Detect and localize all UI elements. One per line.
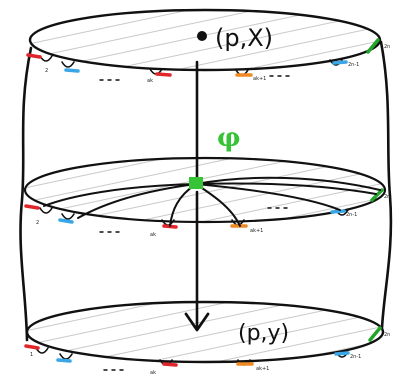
bot-label-2n: 2n [384,332,390,338]
mid-label-2: 2 [36,220,39,226]
map-arrowhead [184,312,210,332]
bottom-markers [24,326,382,367]
phi-hub [189,177,203,189]
bottom-point-label: (p,y) [238,321,289,346]
bot-label-k: ak [150,370,156,376]
top-markers [26,38,380,77]
middle-disk-hatching [25,158,385,222]
top-label-2: 2 [45,68,48,74]
top-point-label: (p,X) [215,24,273,52]
top-label-k: ak [147,78,153,84]
bot-label-1: 1 [30,352,33,358]
top-marker-red-k [155,72,172,77]
top-label-k1: ak+1 [253,76,266,82]
bottom-disk [25,300,385,364]
bot-label-k1: ak+1 [256,366,269,372]
bottom-disk-hatching [27,302,383,362]
top-label-2n1: 2n-1 [348,62,359,68]
top-marker-blue-2n1 [332,60,348,65]
top-disk [28,8,382,72]
top-marker-blue-2 [64,68,80,73]
mid-label-2n: 2n [384,194,390,200]
top-label-2n: 2n [384,44,390,50]
top-point-dot [197,31,207,41]
mid-label-k: ak [150,232,156,238]
ellipsis-dashes [99,75,290,371]
top-disk-hatching [30,10,380,70]
top-marker-green-2n [366,38,380,54]
middle-disk [23,156,387,224]
phi-label: φ [217,123,241,153]
mid-label-k1: ak+1 [250,228,263,234]
right-wall [379,40,393,330]
mid-label-2n1: 2n-1 [346,212,357,218]
top-marker-red-1 [26,53,42,59]
bot-label-2n1: 2n-1 [350,354,361,360]
middle-spokes [43,176,381,227]
left-wall [19,46,33,342]
